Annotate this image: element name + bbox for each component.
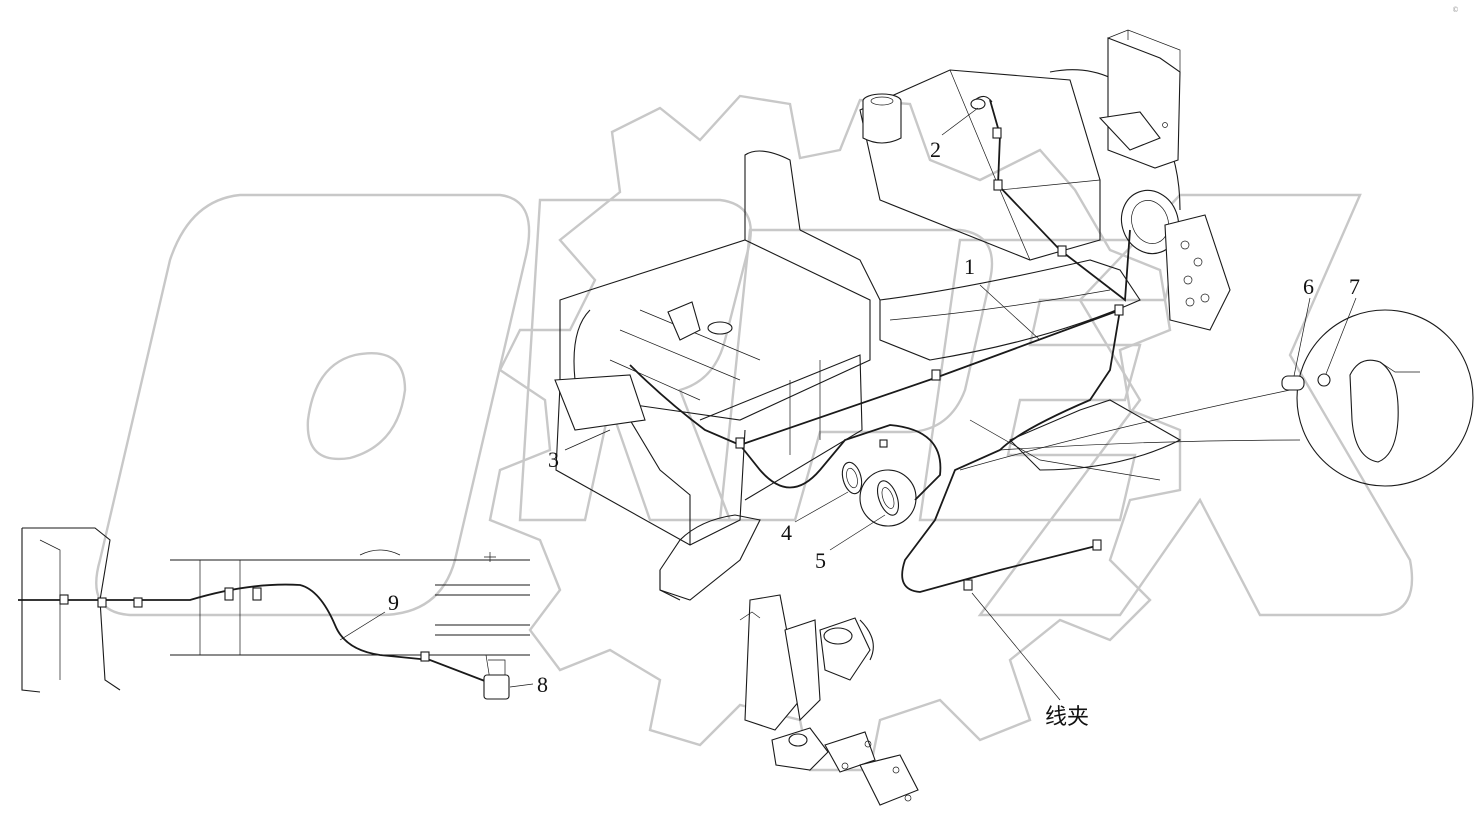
- harness-cable-9: [18, 583, 491, 684]
- callout-4: 4: [781, 520, 792, 545]
- watermark-letter-x: [977, 193, 1414, 617]
- watermark-letter-r: [518, 198, 752, 522]
- bracket-plate-with-holes: [1164, 214, 1231, 331]
- watermark-logo: [95, 94, 1414, 772]
- air-filter-canister: [862, 93, 902, 144]
- callout-wire-clip: 线夹: [1045, 705, 1089, 730]
- leader-lines: [339, 107, 1357, 701]
- callout-6: 6: [1303, 274, 1314, 299]
- callout-5: 5: [815, 548, 826, 573]
- harness-cable-2: [970, 95, 993, 110]
- callout-9: 9: [388, 590, 399, 615]
- electrical-control-box: [1098, 29, 1181, 169]
- rear-frame: [21, 527, 530, 693]
- callout-3: 3: [548, 447, 559, 472]
- watermark-letter-o-inner: [306, 352, 407, 461]
- watermark-letter-o-outer: [95, 193, 531, 617]
- corner-mark: ©: [1452, 6, 1459, 14]
- horn-bolt-6: [1281, 375, 1305, 391]
- switch-assembly: [554, 301, 733, 431]
- harness-cable-1: [629, 99, 1301, 593]
- callout-1: 1: [964, 254, 975, 279]
- cylinder-end-cap: [1120, 189, 1180, 255]
- horn-detail: [1281, 309, 1474, 487]
- callout-7: 7: [1349, 274, 1360, 299]
- watermark-letter-p: [718, 228, 994, 522]
- callout-2: 2: [930, 137, 941, 162]
- grommet-4: [841, 461, 863, 495]
- callout-labels: 1 2 3 4 5 6 7 8 9 线夹: [388, 137, 1360, 730]
- lower-mount-assembly: [739, 594, 919, 806]
- grommet-5-detail: [859, 469, 917, 527]
- callout-8: 8: [537, 672, 548, 697]
- watermark-letter-e: [918, 238, 1182, 522]
- horn-washer-7: [1317, 373, 1331, 387]
- sensor-8: [483, 659, 510, 700]
